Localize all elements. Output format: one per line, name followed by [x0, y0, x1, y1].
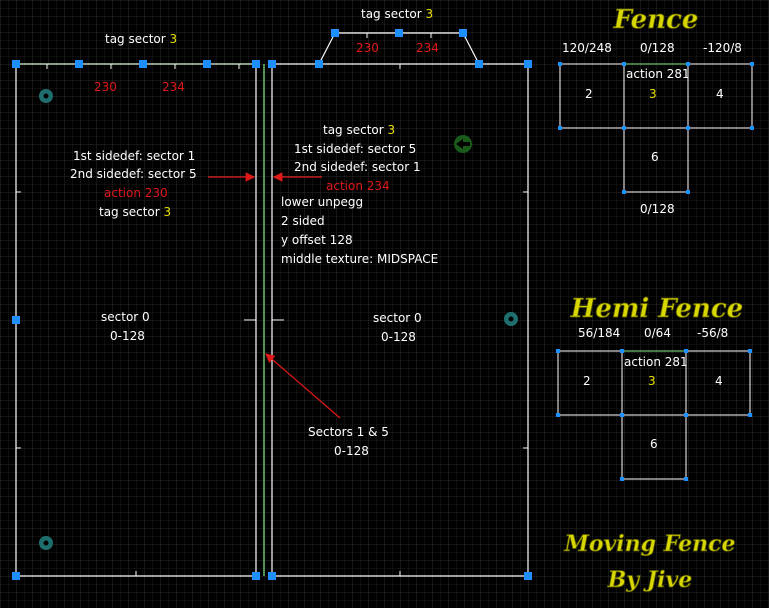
sector-0-left-height: 0-128	[110, 329, 145, 343]
vertex[interactable]	[252, 572, 260, 580]
vertex[interactable]	[315, 60, 323, 68]
sector-0-right-label: sector 0	[373, 311, 422, 325]
linedef-ticks	[16, 33, 528, 576]
arrow-sectors-1-5	[265, 353, 341, 419]
tag-sector-left-label: tag sector 3	[105, 32, 177, 46]
hemi-height-3: -56/8	[697, 326, 728, 340]
thing-player-start-icon[interactable]	[39, 536, 53, 550]
vertex[interactable]	[524, 572, 532, 580]
fence-sector-2: 2	[585, 87, 593, 101]
hemi-sector-4: 4	[715, 374, 723, 388]
thing-arrow-icon[interactable]	[454, 135, 472, 153]
credit-title: Moving Fence	[563, 531, 735, 557]
vertex[interactable]	[12, 316, 20, 324]
hemi-fence-inset: Hemi Fence 56/184 0/64 -56/8 action 281 …	[556, 294, 752, 481]
sector-0-right-height: 0-128	[381, 330, 416, 344]
vertex[interactable]	[139, 60, 147, 68]
fence-sector-6[interactable]	[623, 128, 689, 193]
fence-sector-6-label: 6	[651, 150, 659, 164]
two-sided-label: 2 sided	[281, 214, 325, 228]
linedef-top-box-left[interactable]	[318, 32, 336, 65]
fence-title: Fence	[613, 5, 699, 35]
y-offset-label: y offset 128	[281, 233, 353, 247]
thing-player-start-icon[interactable]	[504, 312, 518, 326]
hemi-sector-6[interactable]	[621, 415, 687, 480]
right-sidedef-2: 2nd sidedef: sector 1	[294, 160, 421, 174]
hemi-fence-title: Hemi Fence	[570, 294, 743, 324]
left-action-label: action 230	[104, 186, 168, 200]
vertex[interactable]	[203, 60, 211, 68]
annotation-arrows	[208, 172, 341, 419]
right-tag-label: tag sector 3	[323, 123, 395, 137]
vertex[interactable]	[12, 572, 20, 580]
left-tag-label: tag sector 3	[99, 205, 171, 219]
vertex[interactable]	[252, 60, 260, 68]
action-234-left: 234	[162, 80, 185, 94]
fence-sector-4: 4	[716, 87, 724, 101]
right-action-label: action 234	[326, 179, 390, 193]
hemi-sector-2: 2	[583, 374, 591, 388]
fence-height-1: 120/248	[562, 41, 612, 55]
action-234-top: 234	[416, 41, 439, 55]
credits: Moving Fence By Jive	[563, 531, 736, 594]
vertex[interactable]	[75, 60, 83, 68]
fence-action-label: action 281	[626, 67, 690, 81]
vertex[interactable]	[459, 29, 467, 37]
hemi-sector-6-label: 6	[650, 437, 658, 451]
linedef-top-box-right[interactable]	[462, 32, 480, 65]
credit-author: By Jive	[607, 567, 693, 593]
right-sidedef-1: 1st sidedef: sector 5	[294, 142, 416, 156]
action-230-left: 230	[94, 80, 117, 94]
hemi-height-2: 0/64	[644, 326, 671, 340]
hemi-height-1: 56/184	[578, 326, 620, 340]
thing-player-start-icon[interactable]	[39, 89, 53, 103]
sectors-1-5-label: Sectors 1 & 5	[308, 425, 389, 439]
vertex[interactable]	[395, 29, 403, 37]
main-vertices	[12, 29, 532, 580]
middle-texture-label: middle texture: MIDSPACE	[281, 252, 438, 266]
sectors-1-5-height: 0-128	[334, 444, 369, 458]
left-sidedef-2: 2nd sidedef: sector 5	[70, 167, 197, 181]
left-sidedef-1: 1st sidedef: sector 1	[73, 149, 195, 163]
action-230-top: 230	[356, 41, 379, 55]
vertex[interactable]	[331, 29, 339, 37]
fence-inset: Fence 120/248 0/128 -120/8 action 281 2 …	[558, 5, 754, 216]
fence-height-3: -120/8	[703, 41, 742, 55]
vertex[interactable]	[268, 60, 276, 68]
vertex[interactable]	[12, 60, 20, 68]
fence-height-2: 0/128	[640, 41, 675, 55]
main-labels: tag sector 3 tag sector 3 230 234 230 23…	[70, 7, 439, 458]
lower-unpegged-label: lower unpegg	[281, 195, 363, 209]
fence-bottom-height: 0/128	[640, 202, 675, 216]
vertex[interactable]	[524, 60, 532, 68]
hemi-sector-3: 3	[648, 374, 656, 388]
sector-0-left-label: sector 0	[101, 310, 150, 324]
vertex[interactable]	[268, 572, 276, 580]
tag-sector-top-label: tag sector 3	[361, 7, 433, 21]
hemi-action-label: action 281	[624, 355, 688, 369]
fence-sector-3: 3	[649, 87, 657, 101]
vertex[interactable]	[475, 60, 483, 68]
things	[39, 89, 518, 550]
